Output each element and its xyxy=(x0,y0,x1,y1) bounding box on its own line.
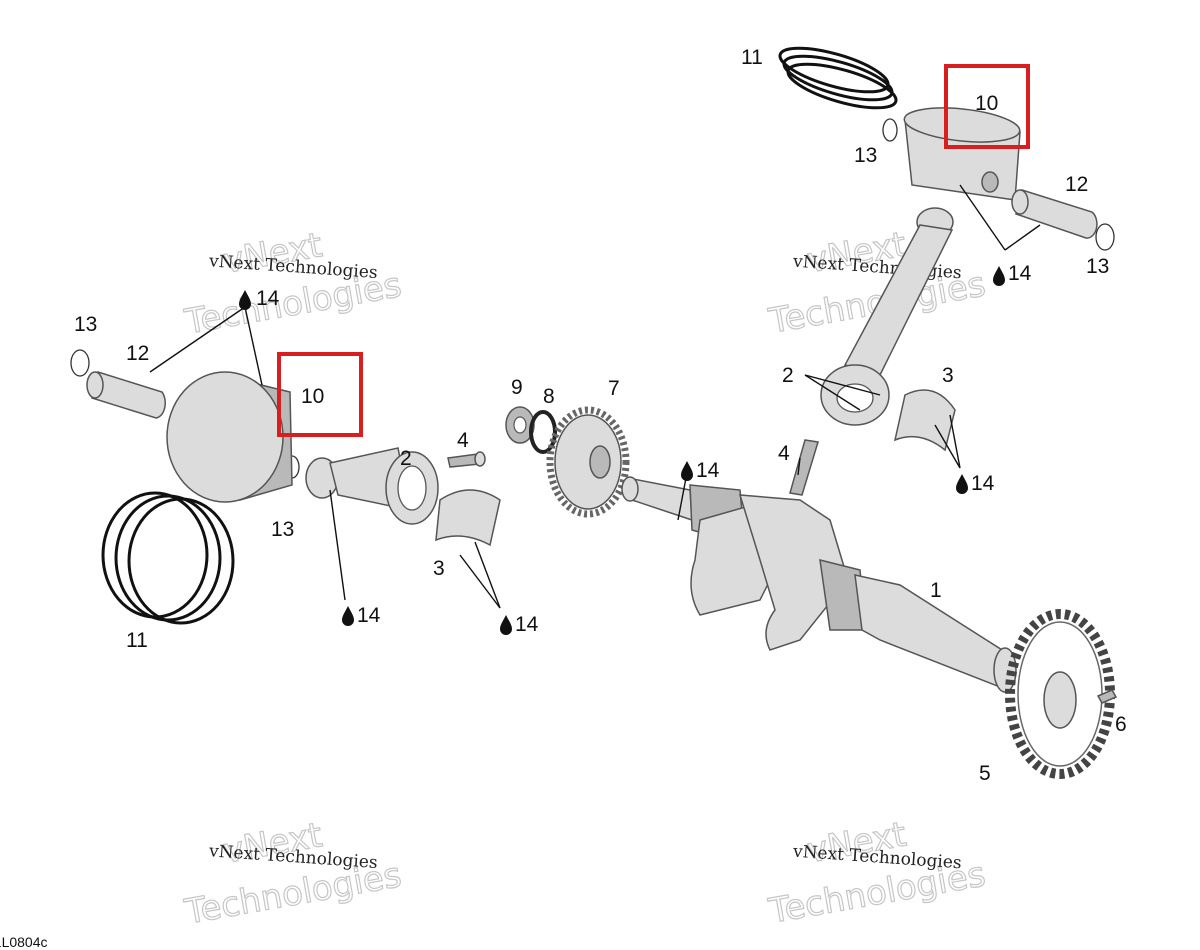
piston-pin-right xyxy=(1011,189,1098,239)
callout-13: 13 xyxy=(1086,255,1109,278)
callout-7: 7 xyxy=(608,377,620,400)
crankshaft xyxy=(621,476,1017,693)
callout-11: 11 xyxy=(126,629,148,652)
callout-9: 9 xyxy=(511,376,523,399)
callout-3: 3 xyxy=(433,557,445,580)
callout-1: 1 xyxy=(930,579,942,602)
callout-3: 3 xyxy=(942,364,954,387)
piston-rings-right xyxy=(778,46,898,110)
callout-14: 14 xyxy=(256,287,280,310)
trigger-wheel xyxy=(1005,609,1115,779)
washer-part-8 xyxy=(529,410,557,454)
diagram-reference-code: 01L0804c xyxy=(0,934,48,950)
callouts: 1 2 2 3 3 4 4 5 6 7 8 9 10 10 11 11 12 1… xyxy=(74,46,1127,785)
circlip-right-top xyxy=(882,118,898,142)
callout-10: 10 xyxy=(975,92,998,115)
rod-bolt-right xyxy=(789,439,819,496)
callout-14: 14 xyxy=(1008,262,1032,285)
callout-13: 13 xyxy=(854,144,877,167)
callout-11: 11 xyxy=(741,46,763,69)
oil-drop-icon xyxy=(500,615,512,635)
piston-left xyxy=(166,371,293,503)
leader-lines xyxy=(149,184,1041,609)
highlight-box-right xyxy=(944,64,1030,149)
bolt-part-6 xyxy=(1096,689,1118,704)
rod-bolt-left xyxy=(447,451,486,468)
piston-right xyxy=(903,107,1021,201)
callout-5: 5 xyxy=(979,762,991,785)
callout-14: 14 xyxy=(971,472,995,495)
gear-part-7 xyxy=(546,406,630,518)
callout-13: 13 xyxy=(271,518,294,541)
callout-6: 6 xyxy=(1115,713,1127,736)
callout-12: 12 xyxy=(126,342,149,365)
circlip-left-outer xyxy=(70,349,90,377)
callout-14: 14 xyxy=(696,459,720,482)
callout-14: 14 xyxy=(357,604,381,627)
spacer-part-9 xyxy=(505,406,535,444)
piston-rings-left xyxy=(101,491,235,625)
callout-2: 2 xyxy=(782,364,794,387)
oil-drop-icon xyxy=(993,266,1005,286)
connecting-rod-left xyxy=(305,447,439,525)
circlip-right-outer xyxy=(1095,223,1115,251)
highlight-box-left xyxy=(277,352,363,437)
rod-bearing-right xyxy=(893,389,956,452)
oil-drop-icon xyxy=(956,474,968,494)
callout-2: 2 xyxy=(400,447,412,470)
rod-bearing-left xyxy=(435,489,501,547)
piston-pin-left xyxy=(86,371,166,419)
callout-8: 8 xyxy=(543,385,555,408)
callout-4: 4 xyxy=(457,429,469,452)
oil-drop-icon xyxy=(681,461,693,481)
callout-13: 13 xyxy=(74,313,97,336)
callout-4: 4 xyxy=(778,442,790,465)
callout-12: 12 xyxy=(1065,173,1088,196)
oil-drop-icon xyxy=(342,606,354,626)
connecting-rod-right xyxy=(820,207,954,426)
callout-14: 14 xyxy=(515,613,539,636)
callout-10: 10 xyxy=(301,385,324,408)
